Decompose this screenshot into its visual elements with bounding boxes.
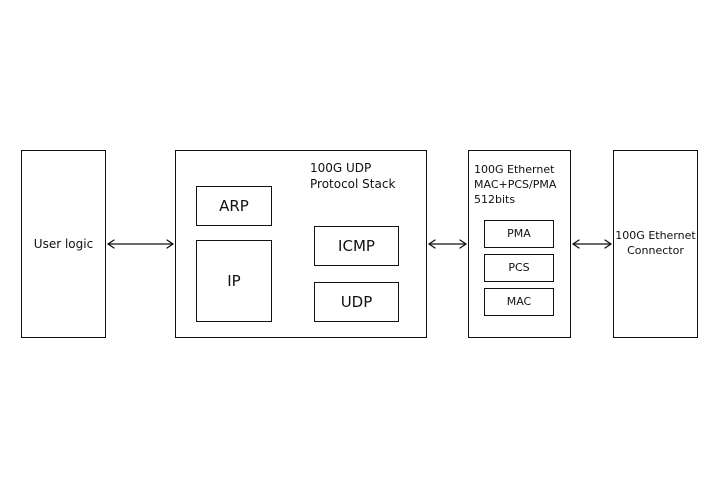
ip-block: IP bbox=[196, 240, 272, 322]
udp-label: UDP bbox=[340, 292, 373, 311]
mac-label: MAC bbox=[506, 294, 532, 308]
arp-label: ARP bbox=[219, 196, 249, 215]
arrow-ethernet-connector bbox=[572, 239, 612, 249]
icmp-block: ICMP bbox=[314, 226, 399, 266]
mac-block: MAC bbox=[484, 288, 554, 316]
user-logic-block: User logic bbox=[21, 150, 106, 338]
icmp-label: ICMP bbox=[338, 236, 375, 255]
ethernet-mac-title: 100G Ethernet MAC+PCS/PMA 512bits bbox=[474, 163, 557, 206]
user-logic-label: User logic bbox=[33, 236, 94, 251]
udp-block: UDP bbox=[314, 282, 399, 322]
pcs-label: PCS bbox=[508, 260, 530, 274]
pma-block: PMA bbox=[484, 220, 554, 248]
arrow-udpstack-ethernet bbox=[428, 239, 467, 249]
ethernet-connector-label: 100G Ethernet Connector bbox=[615, 229, 696, 257]
arp-block: ARP bbox=[196, 186, 272, 226]
ethernet-connector-block: 100G Ethernet Connector bbox=[613, 150, 698, 338]
arrow-userlogic-udpstack bbox=[107, 239, 174, 249]
udp-protocol-stack-title: 100G UDP Protocol Stack bbox=[310, 161, 396, 192]
ip-label: IP bbox=[227, 271, 241, 290]
pma-label: PMA bbox=[507, 226, 531, 240]
pcs-block: PCS bbox=[484, 254, 554, 282]
